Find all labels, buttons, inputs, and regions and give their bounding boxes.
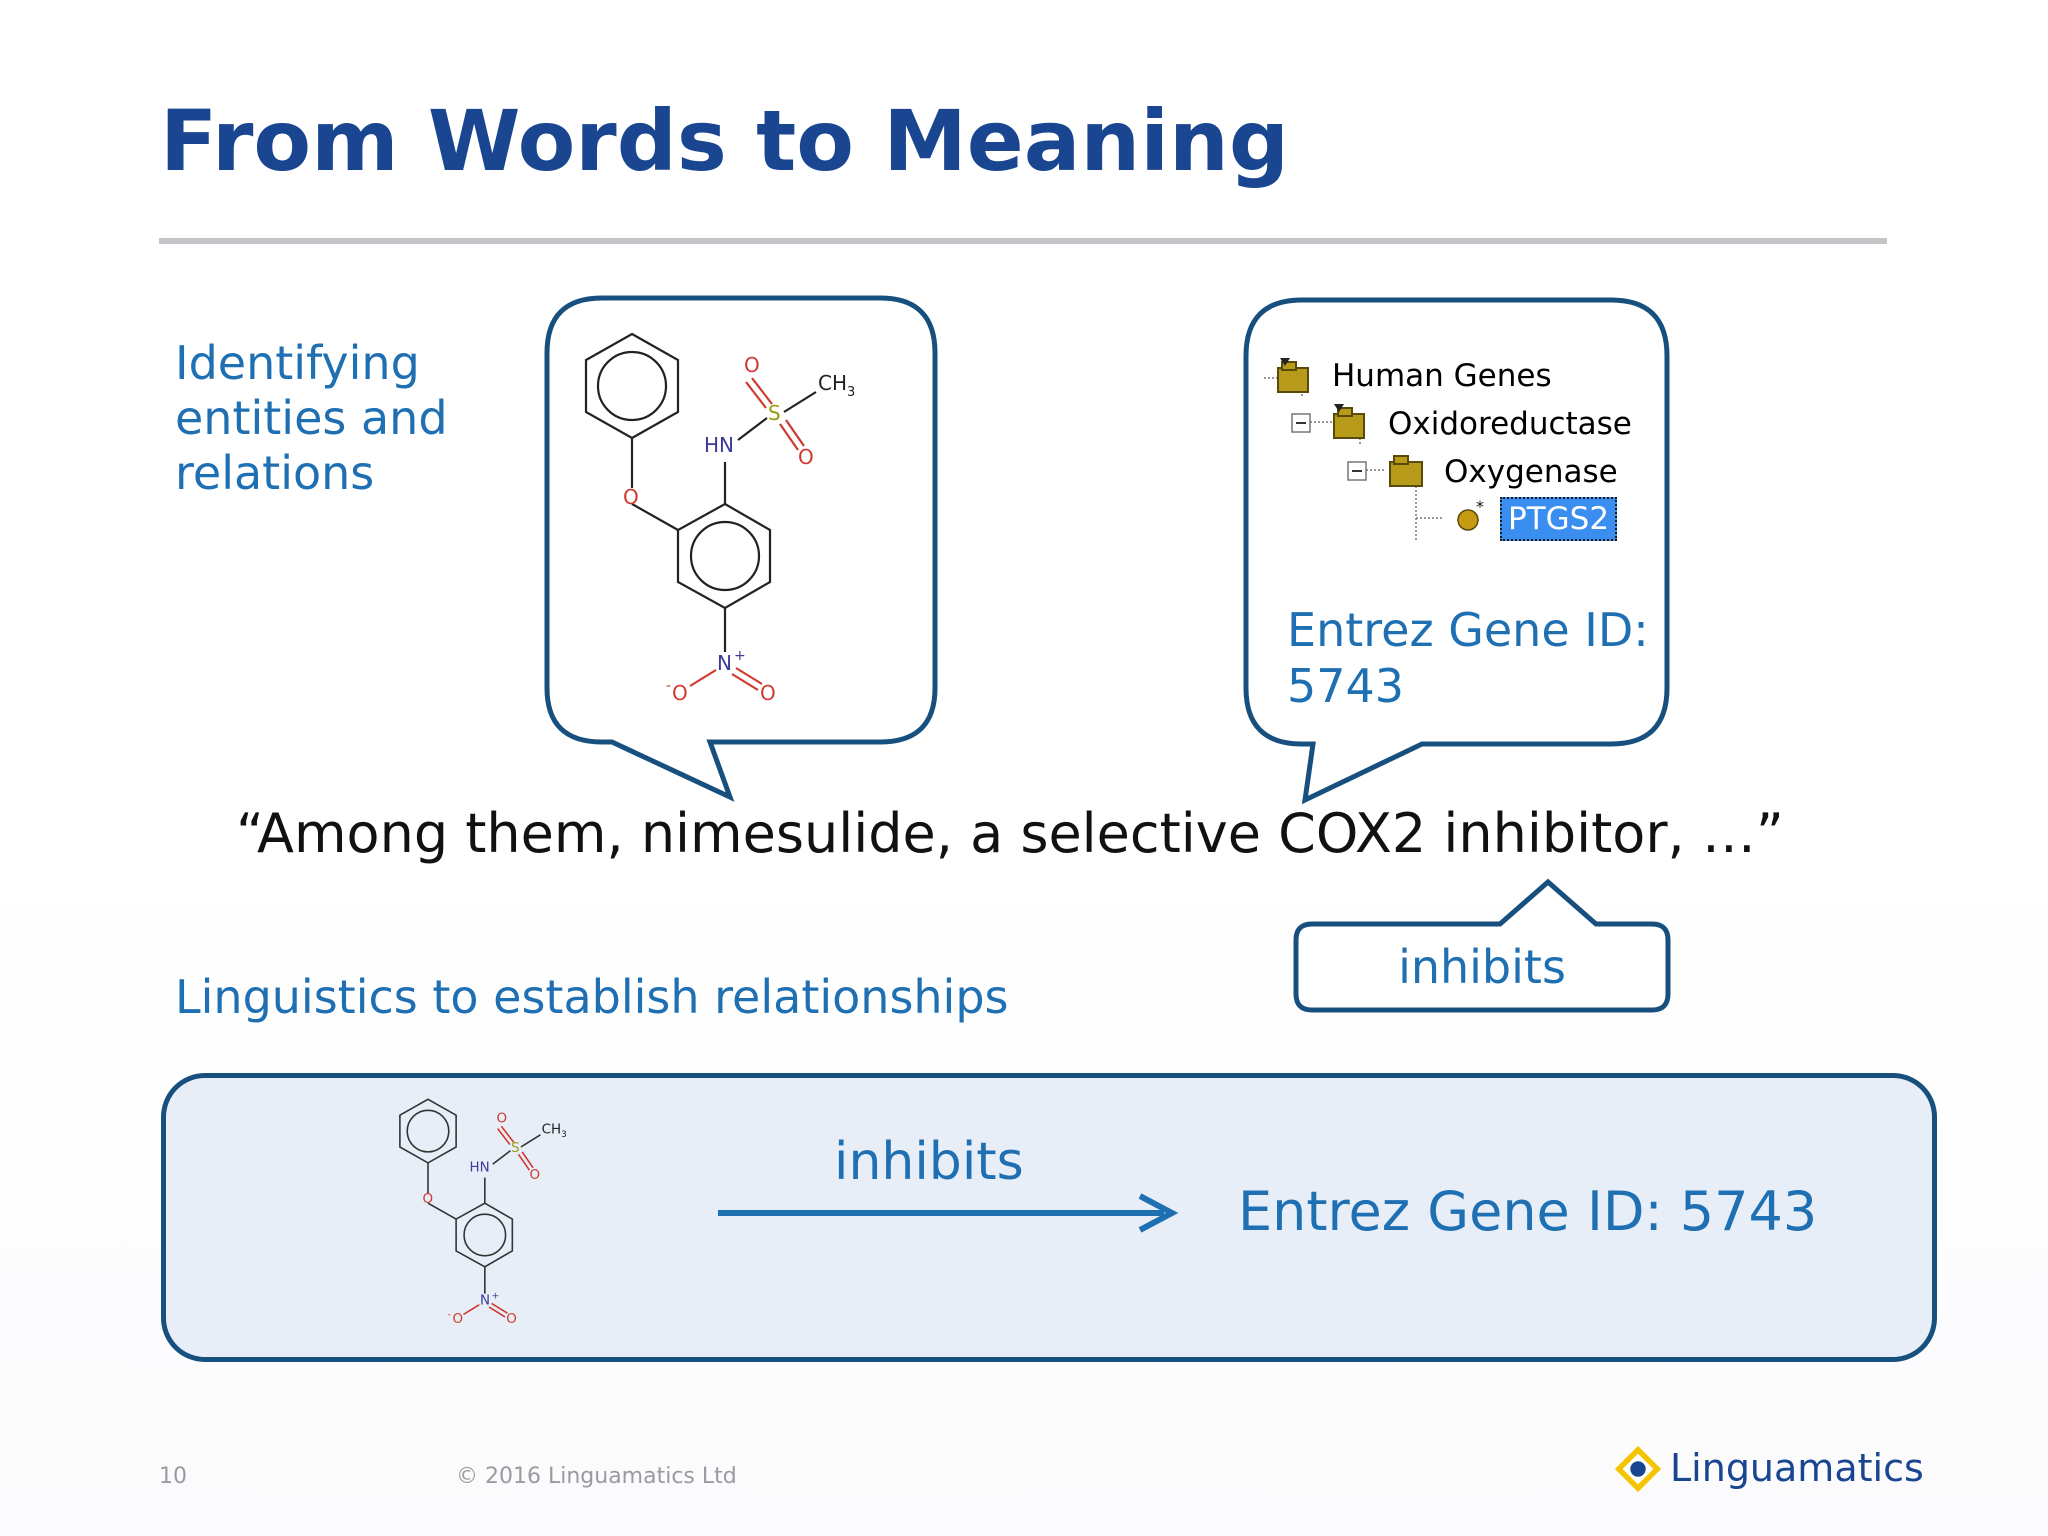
atom-oxygen-label: O [672, 681, 688, 705]
atom-oxygen-label: O [529, 1168, 540, 1183]
atom-nitrogen-label: N [480, 1294, 490, 1309]
tree-item-ptgs2-selected[interactable]: PTGS2 [1500, 497, 1618, 541]
tree-item-human-genes: Human Genes [1332, 358, 1552, 394]
atom-oxygen-label: O [496, 1112, 507, 1127]
copyright-notice: © 2016 Linguamatics Ltd [456, 1464, 737, 1489]
collapse-icon [1291, 413, 1311, 433]
relation-callout-bubble [1293, 878, 1671, 1013]
atom-oxygen-label: O [760, 681, 776, 705]
nimesulide-structure: O S O CH 3 HN O N + O - O [584, 332, 855, 705]
folder-icon [1333, 404, 1365, 439]
section-identifying-heading: Identifying entities and relations [175, 336, 448, 501]
methyl-label: CH [818, 371, 847, 395]
linguamatics-logo-icon [1614, 1445, 1662, 1493]
relation-arrow-icon [718, 1193, 1179, 1233]
oxygen-charge: - [448, 1309, 451, 1320]
oxygen-charge: - [666, 678, 671, 694]
tree-item-oxygenase: Oxygenase [1444, 454, 1618, 490]
relation-arrow-label: inhibits [834, 1132, 1024, 1192]
slide-title: From Words to Meaning [160, 92, 1289, 190]
nimesulide-structure-small: O S O CH 3 HN O N + O - O [399, 1098, 567, 1327]
brand-name: Linguamatics [1670, 1446, 1924, 1490]
example-sentence: “Among them, nimesulide, a selective COX… [236, 802, 1784, 865]
atom-sulfur-label: S [768, 401, 781, 425]
atom-amine-label: HN [704, 433, 734, 457]
atom-oxygen-label: O [506, 1312, 517, 1327]
atom-oxygen-label: O [452, 1312, 463, 1327]
gene-id-label: Entrez Gene ID: [1287, 603, 1649, 657]
relation-label: inhibits [1398, 940, 1566, 994]
section-heading-line: Identifying [175, 336, 420, 390]
section-heading-line: entities and [175, 391, 448, 445]
folder-icon [1277, 358, 1309, 393]
svg-text:*: * [1476, 497, 1484, 516]
result-gene-id: Entrez Gene ID: 5743 [1238, 1180, 1818, 1243]
atom-ether-oxygen-label: O [623, 485, 639, 509]
collapse-icon [1347, 461, 1367, 481]
atom-nitrogen-label: N [717, 651, 732, 675]
atom-oxygen-label: O [798, 445, 814, 469]
folder-icon [1389, 455, 1423, 487]
gene-id-callout-text: Entrez Gene ID: 5743 [1287, 602, 1649, 714]
atom-amine-label: HN [470, 1160, 490, 1175]
atom-oxygen-label: O [744, 353, 760, 377]
gene-id-value: 5743 [1287, 659, 1405, 713]
gene-node-icon: * [1457, 497, 1484, 531]
nitrogen-charge: + [492, 1291, 500, 1302]
atom-ether-oxygen-label: O [423, 1192, 434, 1207]
methyl-subscript: 3 [561, 1130, 566, 1140]
methyl-label: CH [542, 1123, 562, 1138]
section-linguistics-heading: Linguistics to establish relationships [175, 970, 1009, 1024]
molecule-callout-bubble [544, 295, 938, 802]
relationship-result-panel [161, 1073, 1937, 1362]
tree-item-oxidoreductase: Oxidoreductase [1388, 406, 1632, 442]
methyl-subscript: 3 [847, 385, 855, 400]
nitrogen-charge: + [734, 648, 746, 664]
atom-sulfur-label: S [511, 1141, 520, 1156]
section-heading-line: relations [175, 446, 375, 500]
title-divider [159, 238, 1887, 244]
page-number: 10 [159, 1464, 187, 1489]
gene-ontology-tree: * Human Genes Oxidoreductase Oxygenase [1264, 358, 1632, 542]
